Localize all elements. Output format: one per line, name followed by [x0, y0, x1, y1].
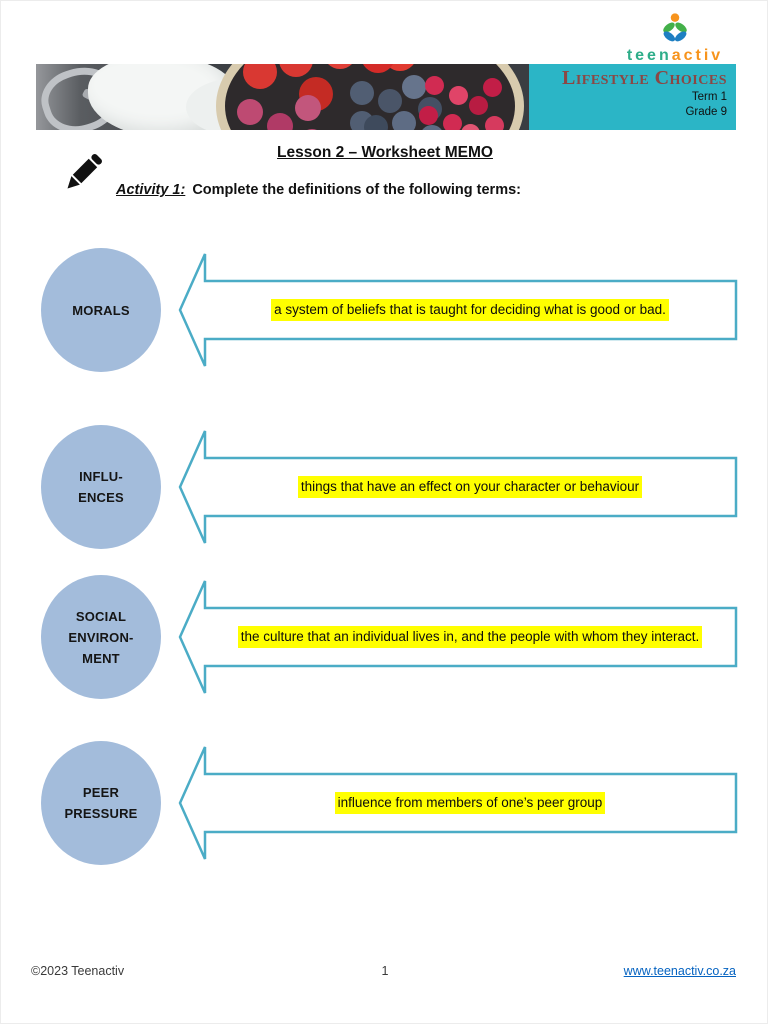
term-label: MORALS: [72, 302, 130, 318]
page-title: Lesson 2 – Worksheet MEMO: [277, 144, 493, 161]
definition-text-influences: things that have an effect on your chara…: [297, 476, 643, 498]
raspberries: [237, 99, 263, 125]
logo-word-activ: activ: [671, 47, 724, 64]
berry-bowl-image: [216, 64, 524, 130]
term-circle-social-environment: SOCIAL ENVIRON- MENT: [41, 575, 161, 699]
cranberries: [425, 76, 444, 95]
blueberries: [350, 81, 374, 105]
subject-banner: Lifestyle Choices Term 1 Grade 9: [529, 64, 736, 130]
banner-grade: Grade 9: [685, 106, 727, 118]
banner-title: Lifestyle Choices: [562, 67, 727, 89]
pencil-icon: [67, 154, 102, 189]
definition-text-morals: a system of beliefs that is taught for d…: [271, 299, 669, 321]
logo-wordmark: teenactiv: [613, 48, 737, 64]
term-circle-peer-pressure: PEER PRESSURE: [41, 741, 161, 865]
activity-label: Activity 1:: [116, 182, 186, 198]
term-label: PEER PRESSURE: [64, 785, 138, 821]
header-photo: [36, 64, 529, 130]
website-link[interactable]: www.teenactiv.co.za: [623, 964, 736, 978]
page-number: 1: [381, 964, 389, 978]
term-label: SOCIAL ENVIRON- MENT: [68, 608, 134, 666]
banner-term: Term 1: [691, 91, 727, 103]
copyright-text: ©2023 Teenactiv: [31, 964, 125, 978]
definition-arrow-peer-pressure: influence from members of one’s peer gro…: [178, 745, 738, 861]
activity-instruction-line: Activity 1: Complete the definitions of t…: [116, 182, 521, 198]
definition-text-peer-pressure: influence from members of one’s peer gro…: [334, 792, 606, 814]
term-circle-influences: INFLU- ENCES: [41, 425, 161, 549]
definition-arrow-morals: a system of beliefs that is taught for d…: [178, 252, 738, 368]
definition-arrow-social-environment: the culture that an individual lives in,…: [178, 579, 738, 695]
term-label: INFLU- ENCES: [78, 469, 124, 505]
teenactiv-logo: teenactiv: [613, 13, 737, 64]
definition-arrow-influences: things that have an effect on your chara…: [178, 429, 738, 545]
strawberries: [243, 64, 277, 89]
definition-text-social-environment: the culture that an individual lives in,…: [237, 626, 703, 648]
activity-instruction: Complete the definitions of the followin…: [192, 182, 521, 198]
logo-word-teen: teen: [626, 47, 672, 64]
teenactiv-logo-icon: [663, 13, 687, 42]
term-circle-morals: MORALS: [41, 248, 161, 372]
